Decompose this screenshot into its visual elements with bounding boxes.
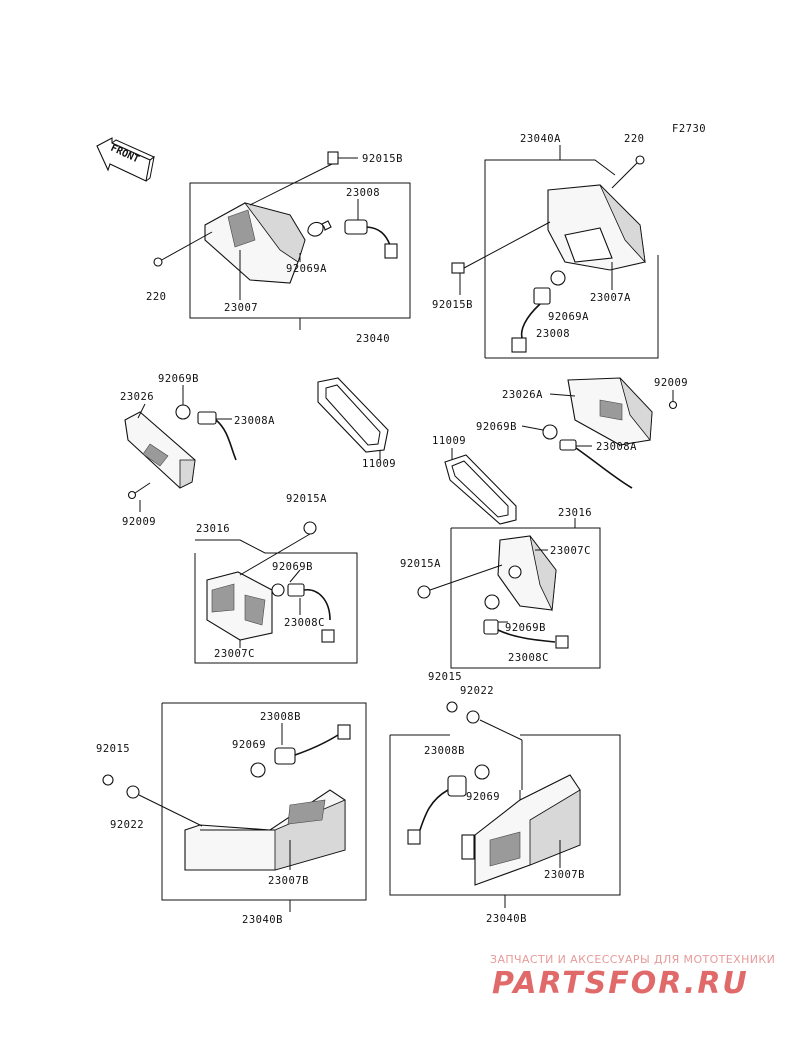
assembly-23040A (451, 145, 659, 359)
gasket-11009-b (444, 448, 517, 525)
front-arrow-icon: FRONT (96, 137, 155, 182)
assembly-23040B-left (102, 702, 367, 912)
watermark-brand: PARTSFOR.RU (492, 966, 749, 1001)
label-23008A-e: 23008A (596, 441, 637, 453)
label-23008-a: 23008 (346, 187, 380, 199)
label-23008B-i: 23008B (260, 711, 301, 723)
label-92069-j: 92069 (466, 791, 500, 803)
label-11009-d: 11009 (362, 458, 396, 470)
label-92022-j: 92022 (460, 685, 494, 697)
label-23008C-h: 23008C (508, 652, 549, 664)
label-92022-i: 92022 (110, 819, 144, 831)
watermark: ЗАПЧАСТИ И АКСЕССУАРЫ ДЛЯ МОТОТЕХНИКИ PA… (490, 953, 775, 1001)
label-92009-c: 92009 (122, 516, 156, 528)
label-220-b: 220 (624, 133, 644, 145)
assembly-23040B-right (389, 701, 621, 908)
label-92015A-h: 92015A (400, 558, 441, 570)
gasket-11009-a (317, 377, 389, 460)
label-23008C-g: 23008C (284, 617, 325, 629)
label-23040B-i: 23040B (242, 914, 283, 926)
label-23007B-j: 23007B (544, 869, 585, 881)
label-23007C-g: 23007C (214, 648, 255, 660)
assembly-23016-right (417, 518, 601, 669)
label-23016-h: 23016 (558, 507, 592, 519)
label-92069A-a: 92069A (286, 263, 327, 275)
watermark-subtitle: ЗАПЧАСТИ И АКСЕССУАРЫ ДЛЯ МОТОТЕХНИКИ (490, 953, 775, 966)
figure-code: F2730 (672, 123, 706, 135)
label-23007B-i: 23007B (268, 875, 309, 887)
label-23007C-h: 23007C (550, 545, 591, 557)
label-220-a: 220 (146, 291, 166, 303)
label-92069B-e: 92069B (476, 421, 517, 433)
label-23026: 23026 (120, 391, 154, 403)
label-92069B-c: 92069B (158, 373, 199, 385)
label-92015B-a: 92015B (362, 153, 403, 165)
assembly-23040 (153, 151, 411, 330)
label-23040-a: 23040 (356, 333, 390, 345)
label-23026A: 23026A (502, 389, 543, 401)
assembly-23026 (124, 385, 237, 512)
assembly-23016-left (194, 521, 358, 664)
label-92015A-g: 92015A (286, 493, 327, 505)
label-23016-g: 23016 (196, 523, 230, 535)
label-23008-b: 23008 (536, 328, 570, 340)
label-23040B-j: 23040B (486, 913, 527, 925)
assembly-23026A (521, 377, 678, 489)
label-23040A: 23040A (520, 133, 561, 145)
label-23008A-c: 23008A (234, 415, 275, 427)
label-92015-i: 92015 (96, 743, 130, 755)
label-23007-a: 23007 (224, 302, 258, 314)
label-92015B-b: 92015B (432, 299, 473, 311)
label-92069A-b: 92069A (548, 311, 589, 323)
label-92069B-h: 92069B (505, 622, 546, 634)
label-11009-f: 11009 (432, 435, 466, 447)
label-23007A-b: 23007A (590, 292, 631, 304)
label-92009-e: 92009 (654, 377, 688, 389)
label-23008B-j: 23008B (424, 745, 465, 757)
label-92069-i: 92069 (232, 739, 266, 751)
label-92015-j: 92015 (428, 671, 462, 683)
label-92069B-g: 92069B (272, 561, 313, 573)
